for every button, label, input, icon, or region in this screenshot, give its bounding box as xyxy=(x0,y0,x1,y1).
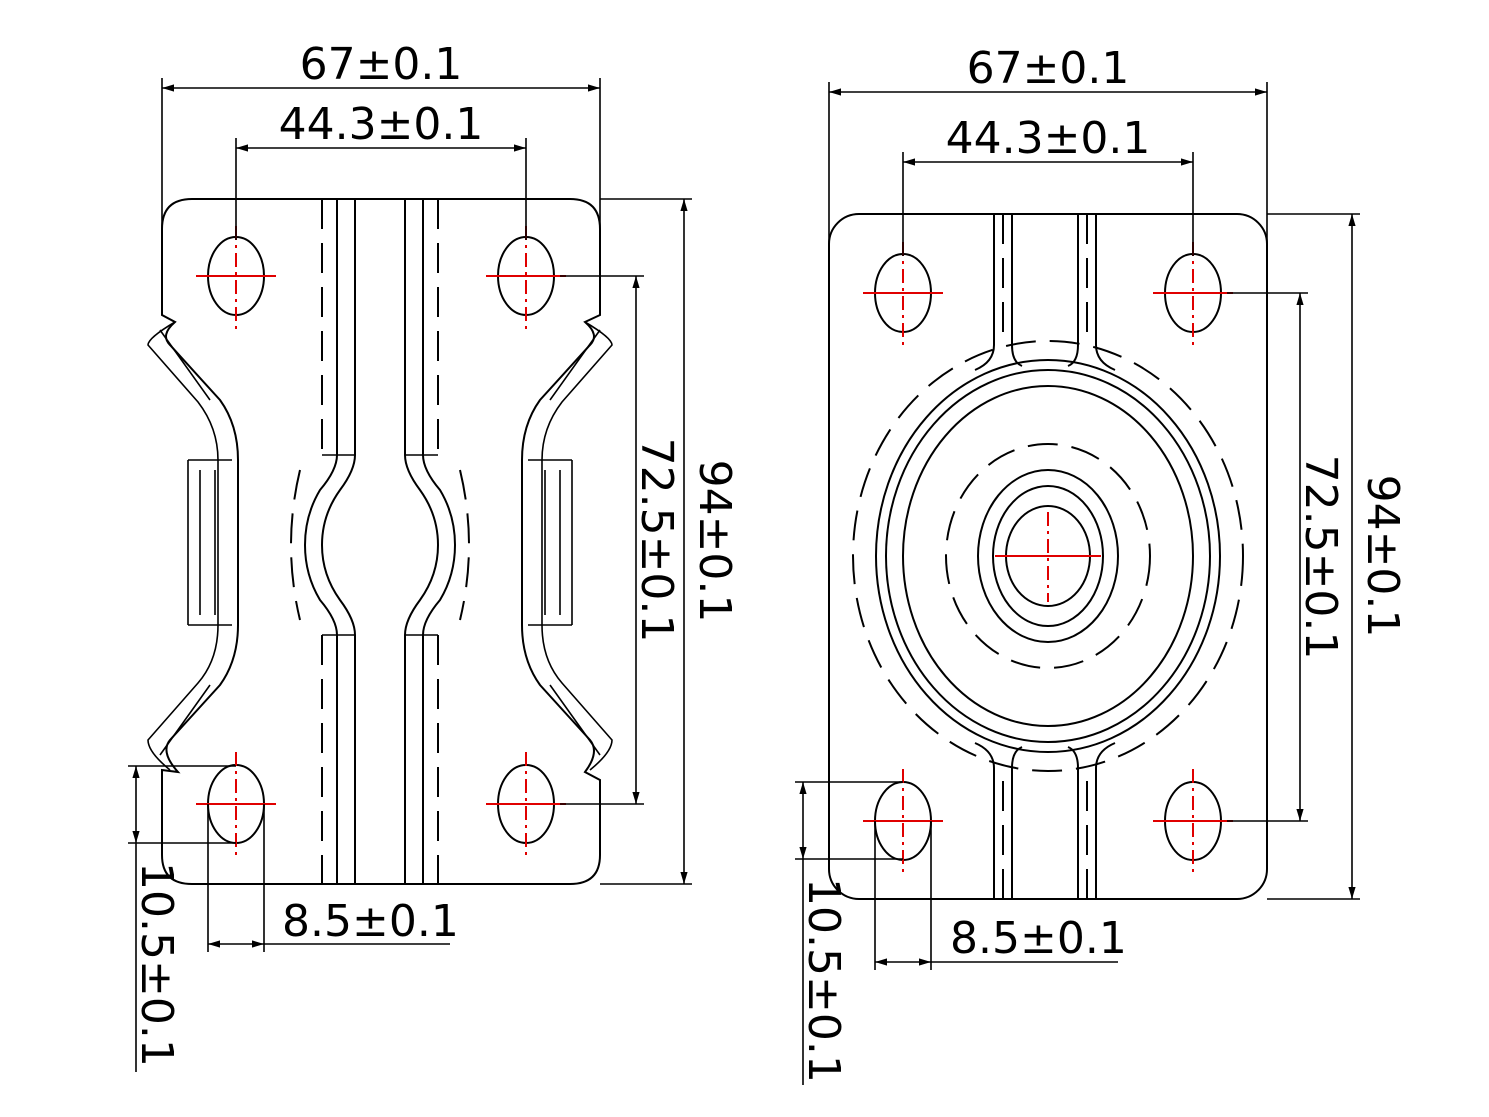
right-dim-slot-length: 10.5±0.1 xyxy=(798,878,849,1083)
right-dim-overall-width: 67±0.1 xyxy=(967,43,1130,94)
right-dim-hole-spacing-y: 72.5±0.1 xyxy=(1295,455,1346,660)
left-dim-overall-height: 94±0.1 xyxy=(689,460,740,623)
right-bowl-outer xyxy=(875,359,1221,753)
left-dim-hole-spacing-x: 44.3±0.1 xyxy=(279,99,484,150)
right-plate-outline xyxy=(828,213,1268,900)
left-dim-slot-width: 8.5±0.1 xyxy=(282,896,459,947)
right-dim-slot-width: 8.5±0.1 xyxy=(950,913,1127,964)
left-dim-slot-length: 10.5±0.1 xyxy=(131,862,182,1067)
right-view: 67±0.1 44.3±0.1 94±0.1 72.5±0.1 8.5±0.1 … xyxy=(795,43,1408,1085)
right-boss xyxy=(977,469,1119,643)
left-view: 67±0.1 44.3±0.1 94±0.1 72.5±0.1 8.5±0.1 … xyxy=(128,39,740,1072)
left-plate-outline xyxy=(161,198,601,885)
left-dim-overall-width: 67±0.1 xyxy=(300,39,463,90)
right-dim-overall-height: 94±0.1 xyxy=(1357,475,1408,638)
right-dim-hole-spacing-x: 44.3±0.1 xyxy=(946,113,1151,164)
left-dim-hole-spacing-y: 72.5±0.1 xyxy=(631,438,682,643)
